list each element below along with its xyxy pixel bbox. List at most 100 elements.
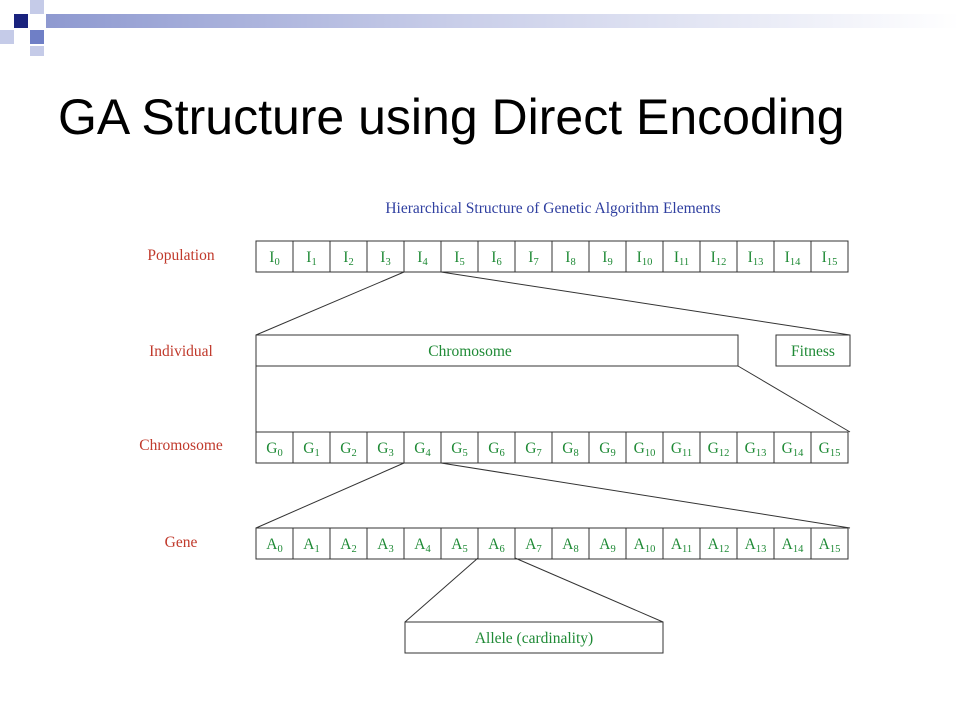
connector-i4-to-fitness-right <box>440 271 851 336</box>
population-cell-base: I <box>454 249 459 266</box>
level-label-population: Population <box>147 247 214 264</box>
gene-cell-base: A <box>377 536 389 553</box>
gene-cell-index: 13 <box>756 544 767 555</box>
population-cell-index: 8 <box>570 257 575 268</box>
chromosome-cell-base: G <box>525 440 536 457</box>
chromosome-cell-index: 11 <box>682 448 692 459</box>
population-cell-base: I <box>491 249 496 266</box>
chromosome-cell-index: 15 <box>830 448 841 459</box>
chromosome-cell-base: G <box>671 440 682 457</box>
chromosome-cell-index: 7 <box>536 448 541 459</box>
connector-lines <box>255 271 851 623</box>
deco-square-light-left <box>0 30 14 44</box>
population-cell-index: 14 <box>790 257 801 268</box>
connector-chromosome-right-down <box>737 365 851 433</box>
connector-g4-to-gene-right <box>440 462 851 529</box>
chromosome-cell-index: 0 <box>277 448 282 459</box>
chromosome-cell-index: 10 <box>645 448 656 459</box>
chromosome-cell-base: G <box>377 440 388 457</box>
gene-cell-label: A2 <box>340 536 356 555</box>
chromosome-cell-label: G13 <box>745 440 767 459</box>
population-cell-base: I <box>602 249 607 266</box>
population-cell-index: 7 <box>533 257 538 268</box>
gene-cell-label: A1 <box>303 536 319 555</box>
gene-cell-index: 9 <box>610 544 615 555</box>
gene-cell-label: A4 <box>414 536 431 555</box>
chromosome-cell-index: 14 <box>793 448 804 459</box>
population-cell-index: 0 <box>274 257 279 268</box>
chromosome-cell-label: G15 <box>819 440 841 459</box>
gene-cell-label: A9 <box>599 536 615 555</box>
chromosome-cell-base: G <box>708 440 719 457</box>
chromosome-cell-base: G <box>488 440 499 457</box>
allele-box-label: Allele (cardinality) <box>475 630 593 647</box>
population-cell-label: I10 <box>637 249 653 268</box>
population-cell-base: I <box>822 249 827 266</box>
chromosome-box <box>255 334 739 367</box>
gene-cell-index: 5 <box>462 544 467 555</box>
gene-cell-label: A5 <box>451 536 467 555</box>
connector-a6-to-allele-left <box>404 557 479 623</box>
chromosome-cell-label: G3 <box>377 440 393 459</box>
population-cell-index: 3 <box>385 257 390 268</box>
gene-cell-base: A <box>340 536 352 553</box>
chromosome-cell-base: G <box>745 440 756 457</box>
level-label-chromosome: Chromosome <box>139 437 223 454</box>
gene-cell-base: A <box>303 536 315 553</box>
chromosome-cell-label: G14 <box>782 440 804 459</box>
gene-cell-label: A10 <box>634 536 656 555</box>
allele-box <box>404 621 664 654</box>
chromosome-cell-label: G10 <box>634 440 656 459</box>
population-cell-index: 13 <box>753 257 764 268</box>
gene-cell-index: 0 <box>277 544 282 555</box>
chromosome-cell-index: 9 <box>610 448 615 459</box>
gene-cell-label: A0 <box>266 536 282 555</box>
population-cell-base: I <box>343 249 348 266</box>
chromosome-cell-base: G <box>819 440 830 457</box>
gene-cell-label: A3 <box>377 536 393 555</box>
chromosome-cell-index: 5 <box>462 448 467 459</box>
chromosome-cell-base: G <box>414 440 425 457</box>
population-cell-label: I15 <box>822 249 838 268</box>
gene-cell <box>810 527 849 560</box>
chromosome-cell-label: G7 <box>525 440 541 459</box>
gene-cell-label: A11 <box>671 536 692 555</box>
population-cell-base: I <box>711 249 716 266</box>
chromosome-cell-base: G <box>340 440 351 457</box>
gene-cell-base: A <box>599 536 611 553</box>
population-cell-index: 10 <box>642 257 653 268</box>
deco-square-light-top <box>30 0 44 14</box>
population-cell-label: I5 <box>454 249 464 268</box>
chromosome-cell-label: G9 <box>599 440 615 459</box>
chromosome-cell-index: 2 <box>351 448 356 459</box>
gene-cell-base: A <box>451 536 463 553</box>
population-cell-label: I12 <box>711 249 727 268</box>
deco-top-bar <box>46 14 960 28</box>
connector-i4-to-chromosome-left <box>255 271 405 336</box>
gene-cell-label: A13 <box>745 536 767 555</box>
chromosome-cell-index: 12 <box>719 448 730 459</box>
population-cell-label: I14 <box>785 249 801 268</box>
gene-cell-base: A <box>782 536 794 553</box>
deco-square-light-bottom <box>30 46 44 56</box>
gene-cell-index: 12 <box>719 544 730 555</box>
gene-cell-index: 7 <box>536 544 541 555</box>
chromosome-cell-label: G6 <box>488 440 504 459</box>
gene-cell-index: 10 <box>645 544 656 555</box>
fitness-box-label: Fitness <box>791 343 835 360</box>
slide-title: GA Structure using Direct Encoding <box>58 89 845 145</box>
gene-cell-label: A12 <box>708 536 730 555</box>
population-cell-base: I <box>417 249 422 266</box>
gene-cell-base: A <box>634 536 646 553</box>
chromosome-cell-label: G12 <box>708 440 730 459</box>
gene-cell-label: A7 <box>525 536 541 555</box>
population-cell-label: I11 <box>674 249 689 268</box>
gene-cell-index: 8 <box>573 544 578 555</box>
chromosome-cell <box>810 431 849 464</box>
gene-cell-label: A6 <box>488 536 504 555</box>
population-cell-base: I <box>637 249 642 266</box>
chromosome-cell-label: G5 <box>451 440 467 459</box>
